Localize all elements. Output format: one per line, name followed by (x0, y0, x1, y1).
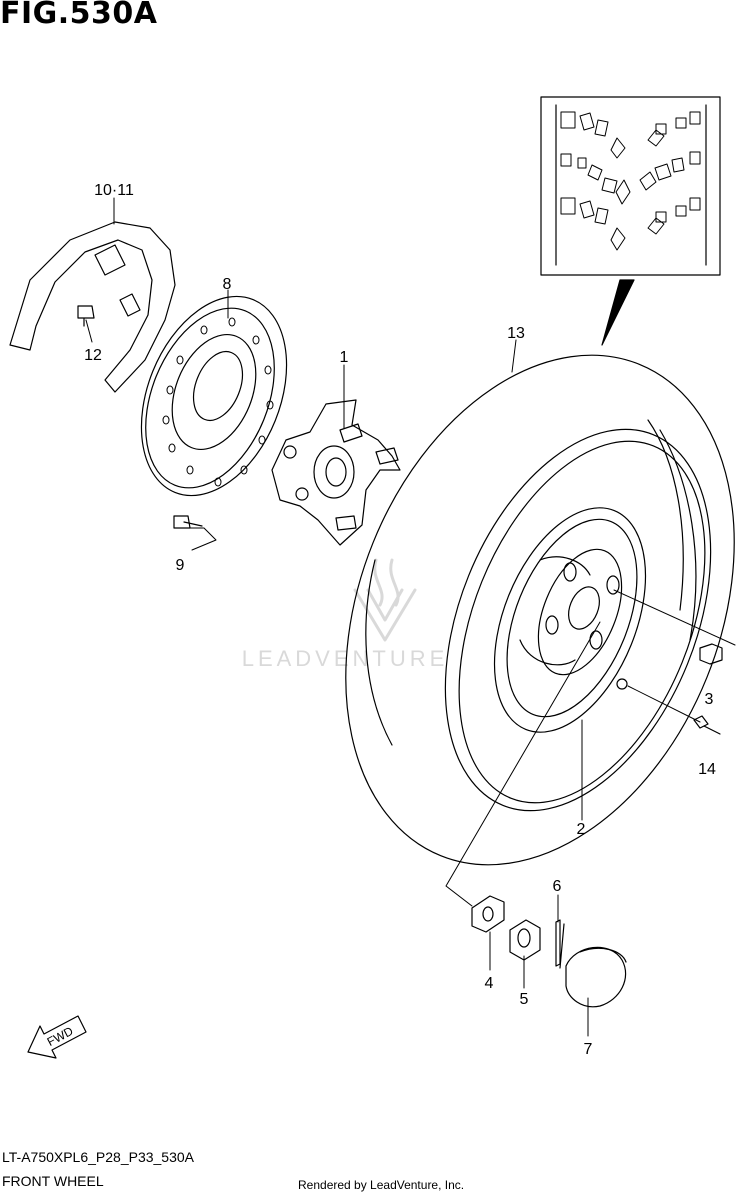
callout-7: 7 (584, 1041, 593, 1058)
callout-13: 13 (507, 325, 525, 342)
callout-6: 6 (553, 878, 562, 895)
watermark-text: LEADVENTURE (242, 646, 449, 671)
wheel-rim (493, 507, 647, 733)
figure-title: FIG.530A (0, 0, 158, 31)
callout-14: 14 (698, 761, 716, 778)
hub-cap-7 (565, 946, 627, 1008)
callout-9: 9 (176, 557, 185, 574)
castle-nut-5 (509, 919, 541, 961)
brake-guard (9, 221, 176, 393)
section-name: FRONT WHEEL (2, 1173, 104, 1189)
callout-3: 3 (705, 691, 714, 708)
inset-pointer (601, 279, 635, 346)
watermark: LEADVENTURE (242, 558, 449, 671)
callout-10-11: 10·11 (94, 182, 134, 199)
washer-4 (471, 895, 505, 933)
callout-8: 8 (223, 276, 232, 293)
model-code: LT-A750XPL6_P28_P33_530A (2, 1149, 195, 1165)
callouts: 1 2 3 4 5 6 7 8 9 10·11 12 13 14 (84, 182, 716, 1058)
leader-lines (85, 197, 736, 1037)
tire (345, 354, 735, 866)
wheel-hub (271, 399, 401, 546)
callout-1: 1 (340, 349, 349, 366)
callout-4: 4 (485, 975, 494, 992)
tread-pattern-inset (540, 96, 721, 276)
callout-5: 5 (520, 991, 529, 1008)
bolt-12 (77, 305, 95, 327)
bolt-9 (173, 515, 203, 529)
cotter-pin-6 (555, 919, 565, 969)
callout-12: 12 (84, 347, 102, 364)
nut-3 (699, 643, 723, 665)
valve-14 (693, 715, 721, 735)
callout-2: 2 (577, 821, 586, 838)
forward-arrow: FWD (27, 1015, 87, 1059)
rendered-by-credit: Rendered by LeadVenture, Inc. (298, 1178, 465, 1192)
brake-disc (140, 295, 288, 497)
